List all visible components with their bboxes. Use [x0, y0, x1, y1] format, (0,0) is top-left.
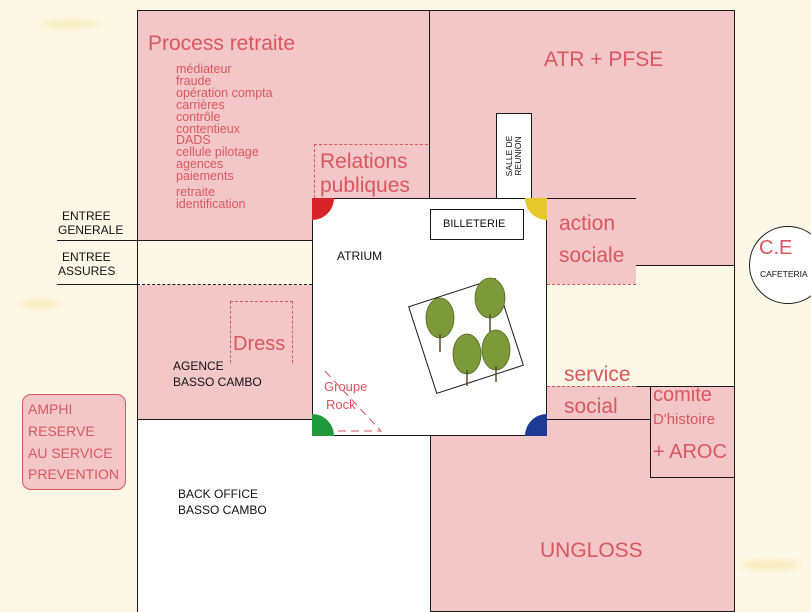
amphi-line2: RESERVE — [28, 423, 95, 439]
list-item: identification — [176, 196, 246, 211]
entree-generale-label2: GENERALE — [58, 223, 124, 237]
dashed-wall — [137, 284, 312, 285]
groupe-rock-line1: Groupe — [324, 379, 368, 394]
salle-reunion-label: SALLE DE REUNION — [504, 135, 523, 177]
list-item: opération compta — [176, 85, 273, 100]
room-salle-reunion — [496, 113, 532, 199]
list-item: DADS — [176, 133, 211, 148]
room-action-sociale — [547, 198, 636, 284]
list-item: contrôle — [176, 109, 221, 124]
entree-assures-label2: ASSURES — [58, 264, 116, 278]
list-item: retraite — [176, 185, 215, 200]
corridor-east — [636, 265, 735, 387]
corridor — [137, 241, 312, 284]
cafeteria-label: CAFETERIA — [760, 269, 808, 279]
dress-box — [230, 301, 293, 363]
action-sociale-line1: action — [559, 212, 616, 235]
left-outer-wall — [137, 10, 138, 612]
trees-icon — [425, 277, 511, 386]
corner-blue-marker — [525, 414, 547, 436]
amphi-line3: AU SERVICE — [28, 445, 113, 461]
entree-generale-line — [57, 240, 312, 241]
east-line-2 — [636, 386, 650, 387]
entree-assures-label1: ENTREE — [62, 250, 111, 264]
mid-wall — [429, 10, 430, 198]
relations-publiques-line2: publiques — [320, 174, 410, 197]
atrium-label: ATRIUM — [337, 249, 383, 263]
room-service-social-top — [547, 386, 650, 421]
room-billeterie — [430, 209, 524, 240]
wall-service-social — [547, 419, 650, 420]
entree-assures-line — [57, 284, 137, 285]
process-retraite-list: médiateur fraude opération compta carriè… — [176, 62, 273, 211]
service-social-top — [547, 386, 650, 387]
agence-line2: BASSO CAMBO — [173, 375, 262, 389]
comite-line2: D'histoire — [653, 411, 716, 428]
amphi-line4: PREVENTION — [28, 466, 120, 482]
comite-line1: comite — [653, 384, 712, 406]
list-item: contentieux — [176, 121, 240, 136]
amphi-box — [22, 394, 126, 490]
atr-pfse-label: ATR + PFSE — [544, 48, 664, 71]
agence-line1: AGENCE — [173, 359, 224, 373]
list-item: fraude — [176, 73, 212, 88]
comite-line3: + AROC — [653, 441, 727, 463]
action-sociale-line2: sociale — [559, 244, 625, 267]
dress-label: Dress — [233, 333, 286, 355]
amphi-line1: AMPHI — [28, 401, 73, 417]
service-social-line2: social — [564, 395, 618, 418]
list-item: médiateur — [176, 62, 232, 76]
list-item: carrières — [176, 97, 225, 112]
back-office-line2: BASSO CAMBO — [178, 503, 267, 517]
action-sociale-bottom — [547, 284, 636, 285]
ce-circle — [749, 226, 811, 304]
relations-publiques-box — [314, 144, 428, 198]
back-office-line1: BACK OFFICE — [178, 487, 259, 501]
ungloss-label: UNGLOSS — [540, 539, 643, 562]
groupe-rock-line2: Rock — [326, 397, 356, 412]
list-item: agences — [176, 157, 224, 172]
east-line — [636, 265, 735, 266]
entree-generale-label1: ENTREE — [62, 209, 111, 223]
service-social-line1: service — [564, 363, 631, 386]
relations-publiques-line1: Relations — [320, 150, 408, 173]
ce-label: C.E — [759, 237, 793, 259]
groupe-rock-shape — [324, 370, 383, 432]
list-item: paiements — [176, 169, 234, 184]
billeterie-label: BILLETERIE — [443, 218, 506, 230]
process-retraite-title: Process retraite — [148, 32, 296, 55]
list-item: cellule pilotage — [176, 145, 259, 160]
room-comite — [650, 386, 735, 478]
